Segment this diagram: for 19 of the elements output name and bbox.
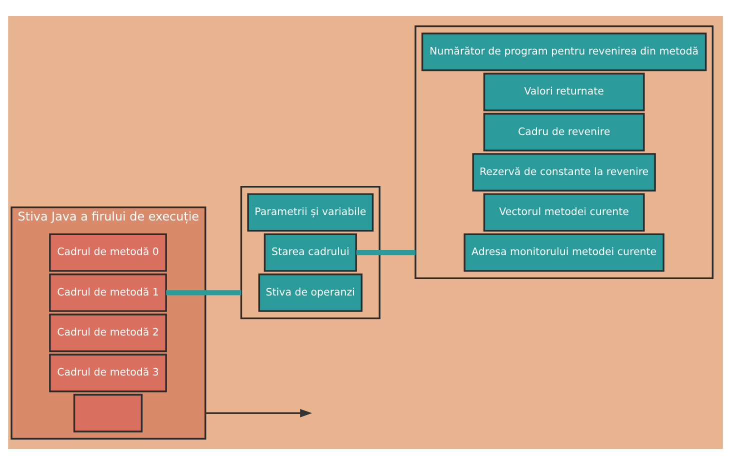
cluster xyxy=(240,185,380,319)
node-box: Parametrii și variabile xyxy=(247,192,374,232)
node-box xyxy=(73,393,143,432)
node-box: Cadrul de metodă 3 xyxy=(49,353,167,392)
node-box: Stiva de operanzi xyxy=(258,273,362,312)
connector xyxy=(356,250,416,255)
node-box: Rezervă de constante la revenire xyxy=(472,152,656,191)
connector xyxy=(166,290,242,295)
node-box: Cadrul de metodă 2 xyxy=(49,313,167,352)
node-box: Cadrul de metodă 0 xyxy=(49,232,167,272)
node-box: Cadrul de metodă 1 xyxy=(49,273,167,312)
node-box: Cadru de revenire xyxy=(483,112,645,151)
node-box: Starea cadrului xyxy=(264,232,357,272)
node-box: Adresa monitorului metodei curente xyxy=(464,232,664,272)
node-box: Vectorul metodei curente xyxy=(483,192,645,232)
arrow xyxy=(205,408,312,417)
cluster xyxy=(414,24,714,279)
node-box: Numărător de program pentru revenirea din metodă xyxy=(421,32,707,71)
node-box: Valori returnate xyxy=(483,72,645,111)
